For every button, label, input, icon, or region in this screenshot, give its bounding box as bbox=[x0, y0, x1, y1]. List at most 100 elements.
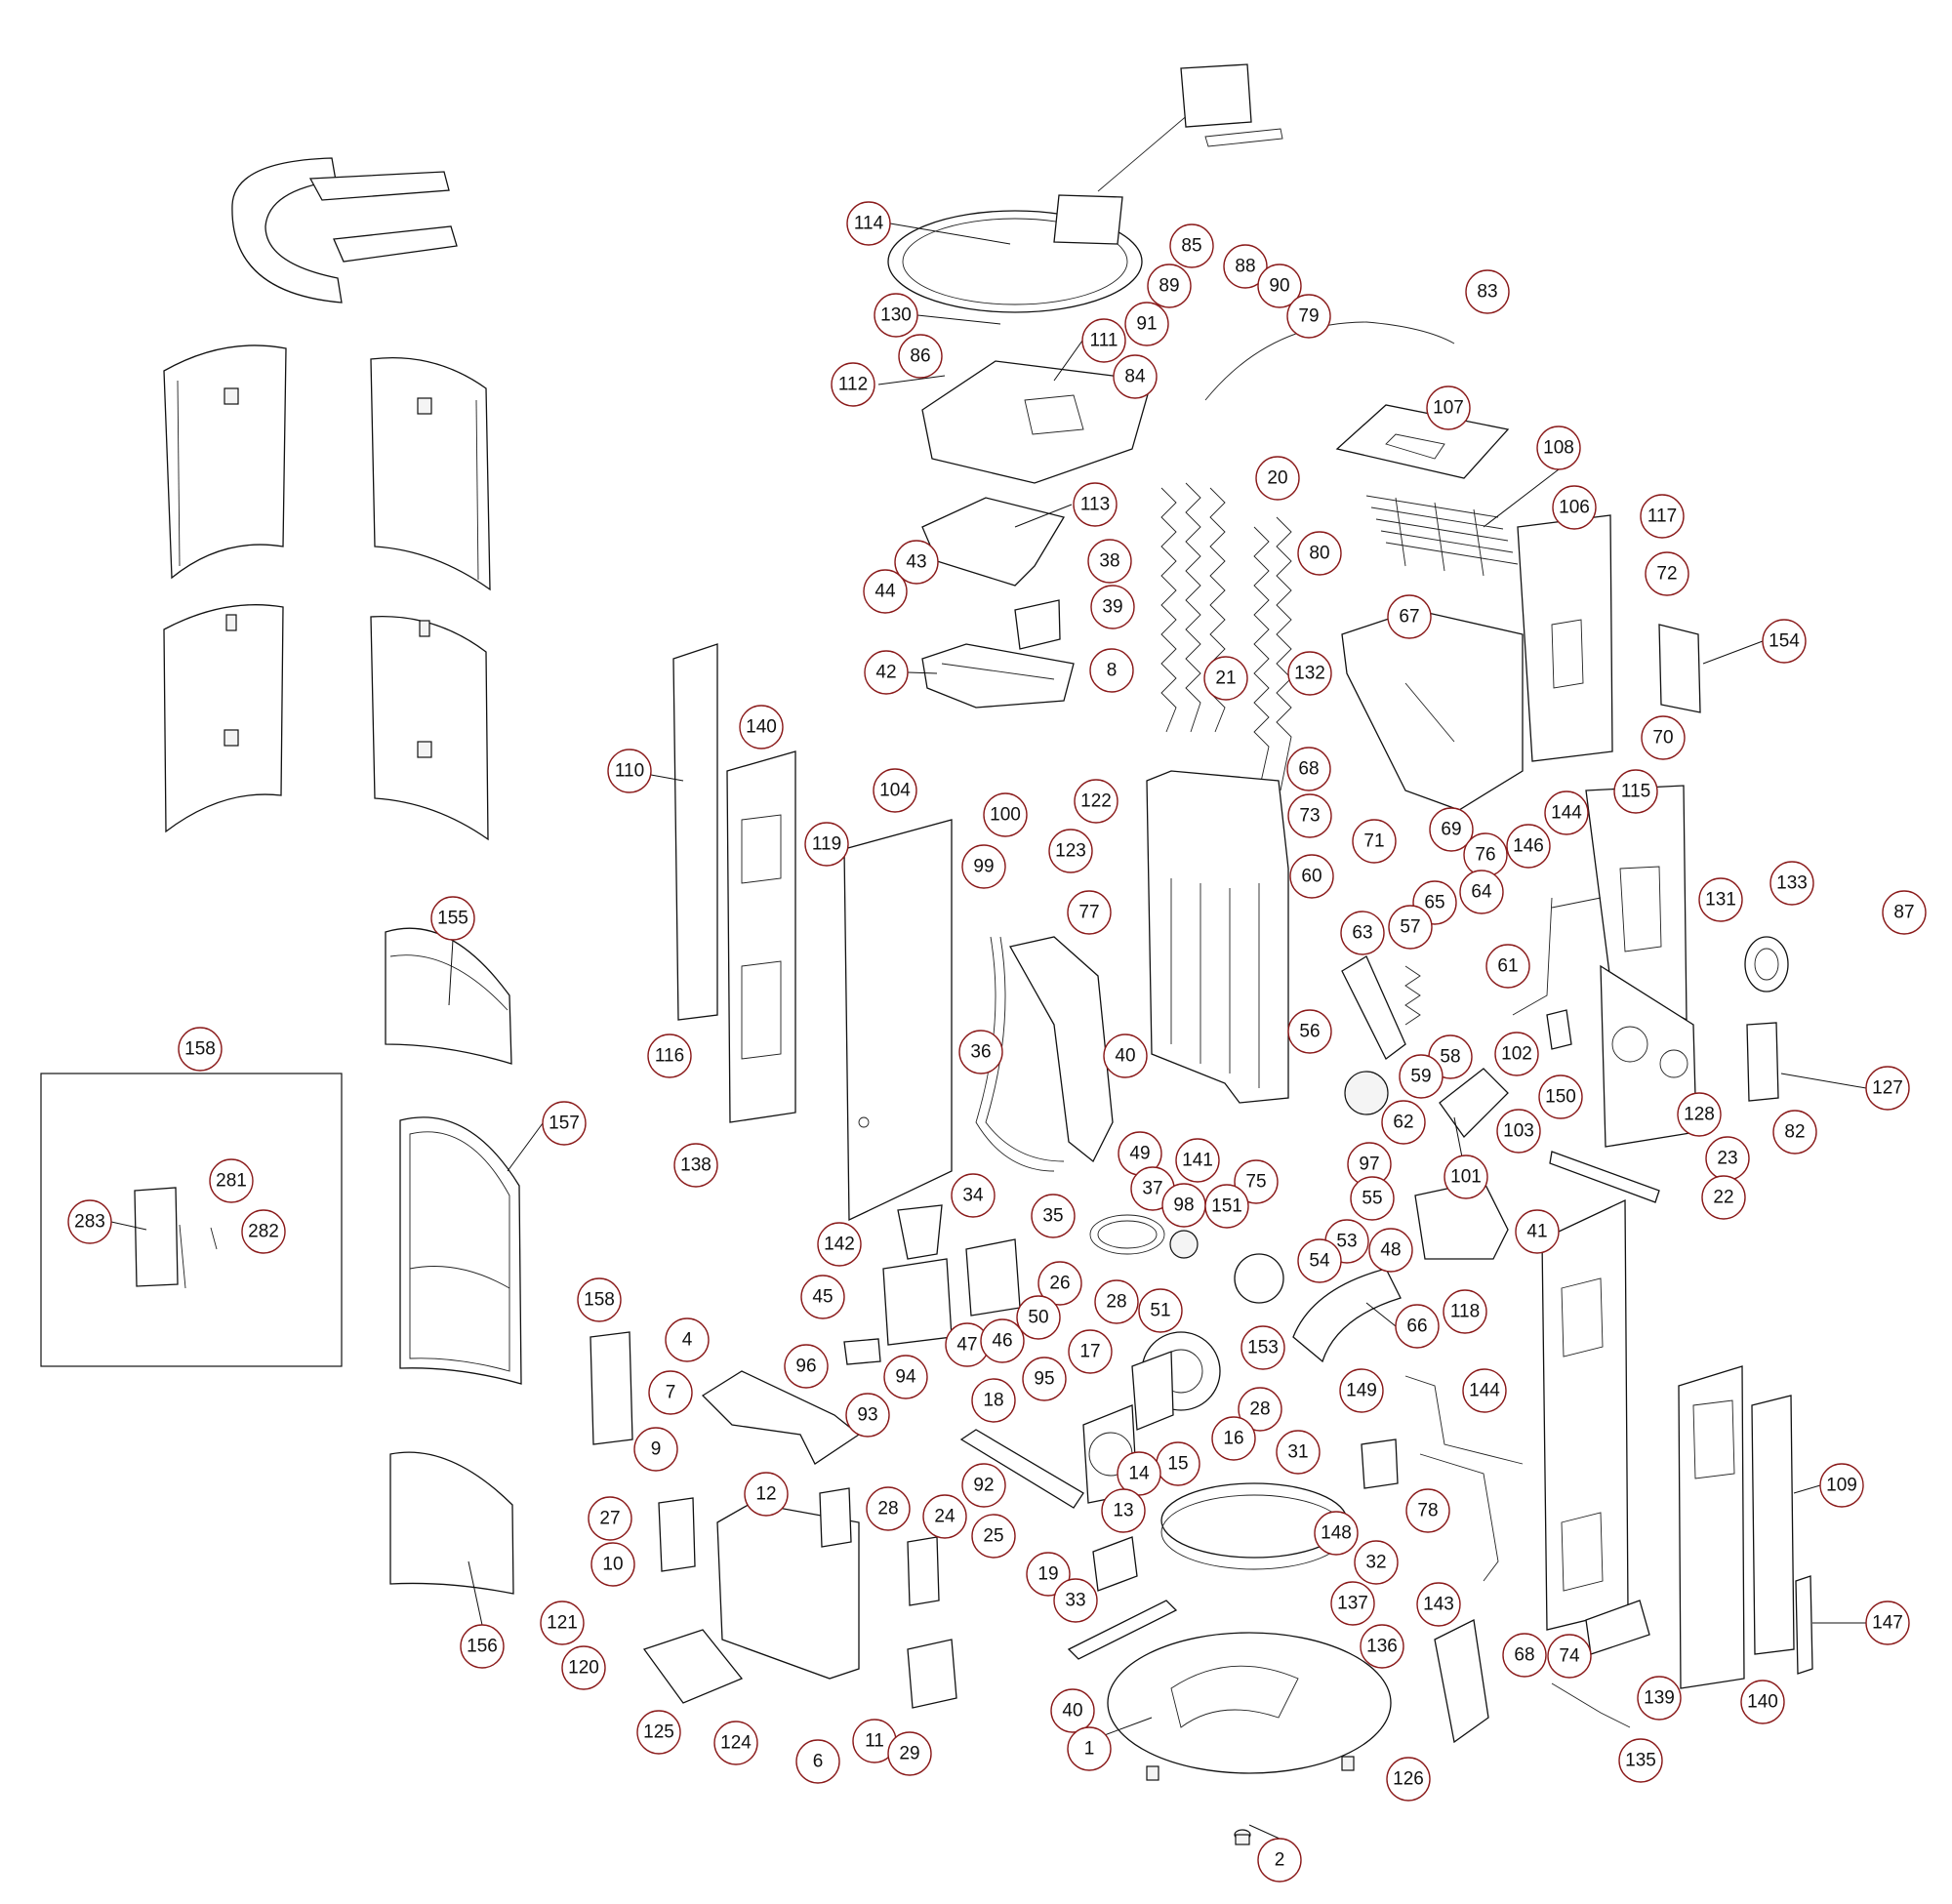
callout-36: 36 bbox=[958, 1030, 1003, 1074]
callout-circle bbox=[1022, 1357, 1067, 1401]
callout-circle bbox=[1169, 223, 1214, 268]
callout-circle bbox=[1074, 779, 1118, 824]
callout-22: 22 bbox=[1701, 1175, 1746, 1220]
callout-number: 93 bbox=[857, 1405, 877, 1426]
bar-25 bbox=[959, 1429, 1084, 1509]
callout-circle bbox=[817, 1222, 862, 1267]
callout-circle bbox=[1050, 1688, 1095, 1733]
callout-number: 75 bbox=[1245, 1172, 1266, 1193]
callout-54: 54 bbox=[1297, 1238, 1342, 1283]
callout-number: 8 bbox=[1107, 661, 1118, 681]
callout-circle bbox=[241, 1209, 286, 1254]
callout-circle bbox=[1387, 594, 1432, 639]
callout-119: 119 bbox=[804, 822, 849, 867]
callout-number: 158 bbox=[584, 1290, 615, 1311]
callout-number: 130 bbox=[880, 305, 912, 326]
callout-number: 100 bbox=[990, 805, 1021, 826]
callout-number: 28 bbox=[877, 1499, 898, 1519]
callout-circle bbox=[590, 1542, 635, 1587]
inset-detail-158 bbox=[40, 1073, 343, 1367]
callout-number: 21 bbox=[1215, 668, 1236, 689]
callout-108: 108 bbox=[1536, 425, 1581, 470]
callout-67: 67 bbox=[1387, 594, 1432, 639]
callout-137: 137 bbox=[1330, 1581, 1375, 1626]
callout-2: 2 bbox=[1257, 1838, 1302, 1883]
callout-number: 53 bbox=[1336, 1232, 1357, 1252]
callout-141: 141 bbox=[1175, 1138, 1220, 1183]
callout-number: 281 bbox=[216, 1171, 247, 1192]
callout-circle bbox=[864, 650, 909, 695]
callout-75: 75 bbox=[1234, 1159, 1279, 1204]
callout-number: 22 bbox=[1713, 1188, 1733, 1208]
callout-43: 43 bbox=[894, 540, 939, 585]
callout-number: 65 bbox=[1424, 893, 1444, 913]
callout-number: 120 bbox=[568, 1658, 599, 1679]
callout-number: 79 bbox=[1298, 306, 1319, 327]
callout-circle bbox=[922, 1494, 967, 1539]
callout-7: 7 bbox=[648, 1370, 693, 1415]
connector-96 bbox=[843, 1338, 881, 1365]
callout-number: 7 bbox=[666, 1383, 676, 1403]
callout-20: 20 bbox=[1255, 456, 1300, 501]
callout-circle bbox=[1381, 1100, 1426, 1145]
callout-number: 4 bbox=[682, 1330, 693, 1351]
callout-number: 14 bbox=[1128, 1464, 1150, 1484]
callout-78: 78 bbox=[1405, 1488, 1450, 1533]
side-panel-upper-right bbox=[370, 356, 491, 591]
callout-144: 144 bbox=[1544, 790, 1589, 835]
rail-22 bbox=[1549, 1151, 1660, 1203]
callout-circle bbox=[1297, 531, 1342, 576]
callout-circle bbox=[1386, 1757, 1431, 1802]
callout-number: 59 bbox=[1410, 1067, 1431, 1087]
callout-number: 51 bbox=[1150, 1301, 1170, 1321]
callout-number: 41 bbox=[1526, 1222, 1547, 1242]
callout-101: 101 bbox=[1444, 1155, 1488, 1199]
callout-number: 153 bbox=[1247, 1338, 1279, 1358]
callout-63: 63 bbox=[1340, 911, 1385, 955]
callout-circle bbox=[633, 1427, 678, 1472]
callout-number: 86 bbox=[910, 346, 930, 367]
callout-circle bbox=[588, 1496, 632, 1541]
callout-circle bbox=[1340, 911, 1385, 955]
callout-95: 95 bbox=[1022, 1357, 1067, 1401]
callout-circle bbox=[1087, 539, 1132, 584]
callout-number: 119 bbox=[812, 834, 841, 855]
callout-34: 34 bbox=[951, 1173, 996, 1218]
callout-circle bbox=[845, 1393, 890, 1438]
callout-127: 127 bbox=[1865, 1066, 1910, 1111]
callout-number: 62 bbox=[1393, 1113, 1413, 1133]
callout-number: 2 bbox=[1275, 1850, 1285, 1871]
frame-panel-104 bbox=[843, 819, 953, 1222]
callout-circle bbox=[804, 822, 849, 867]
callout-circle bbox=[1515, 1209, 1560, 1254]
callout-76: 76 bbox=[1463, 832, 1508, 877]
callout-circle bbox=[1465, 269, 1510, 314]
callout-circle bbox=[1276, 1430, 1321, 1475]
callout-number: 84 bbox=[1124, 367, 1146, 387]
callout-circle bbox=[1368, 1228, 1413, 1273]
callout-69: 69 bbox=[1429, 807, 1474, 852]
part-39 bbox=[1014, 599, 1061, 650]
callout-14: 14 bbox=[1117, 1451, 1161, 1496]
callout-35: 35 bbox=[1031, 1194, 1076, 1238]
callout-circle bbox=[1053, 1578, 1098, 1623]
bracket-113 bbox=[921, 497, 1066, 587]
callout-circle bbox=[1287, 651, 1332, 696]
callout-112: 112 bbox=[831, 362, 875, 407]
callout-135: 135 bbox=[1618, 1738, 1663, 1783]
callout-number: 82 bbox=[1784, 1122, 1805, 1143]
callout-68: 68 bbox=[1286, 747, 1331, 791]
control-board-126 bbox=[1434, 1619, 1489, 1744]
callout-109: 109 bbox=[1819, 1463, 1864, 1508]
grid-108 bbox=[1365, 495, 1519, 577]
callout-circle bbox=[887, 1731, 932, 1776]
callout-circle bbox=[1618, 1738, 1663, 1783]
callout-number: 28 bbox=[1106, 1292, 1126, 1313]
arm-77 bbox=[1009, 936, 1114, 1163]
callout-282: 282 bbox=[241, 1209, 286, 1254]
callout-97: 97 bbox=[1347, 1142, 1392, 1187]
callout-62: 62 bbox=[1381, 1100, 1426, 1145]
callout-number: 88 bbox=[1235, 257, 1255, 277]
pipe-144-upper bbox=[1512, 897, 1602, 1016]
callout-number: 91 bbox=[1136, 314, 1157, 335]
